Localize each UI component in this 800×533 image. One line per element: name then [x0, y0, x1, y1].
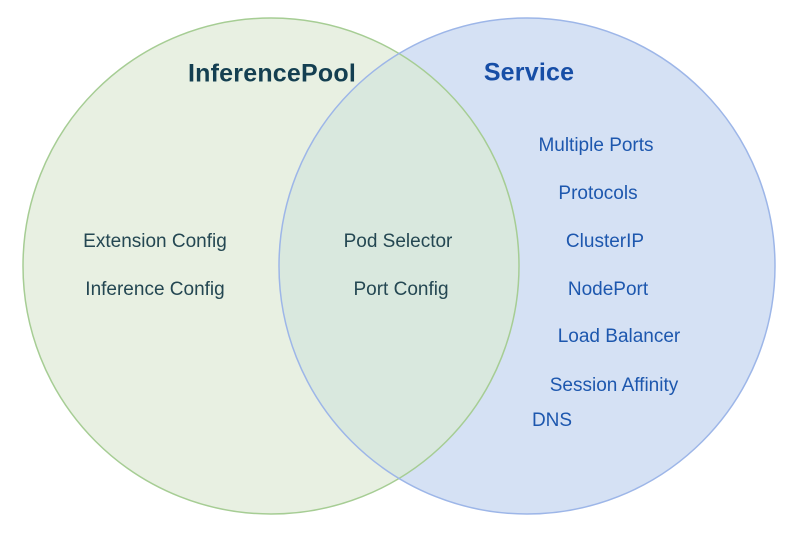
inferencepool-circle-outline: [22, 17, 520, 515]
venn-item-nodeport: NodePort: [567, 279, 649, 300]
venn-item-port-config: Port Config: [353, 279, 449, 300]
overlap-region: [279, 18, 519, 514]
venn-item-dns: DNS: [531, 410, 573, 431]
venn-item-multiple-ports: Multiple Ports: [538, 135, 654, 156]
venn-item-clusterip: ClusterIP: [565, 231, 645, 252]
venn-item-extension-config: Extension Config: [83, 231, 227, 252]
inferencepool-title: InferencePool: [188, 59, 356, 88]
service-circle-outline: [278, 17, 776, 515]
venn-item-session-affinity: Session Affinity: [549, 375, 679, 396]
venn-item-protocols: Protocols: [558, 183, 638, 204]
service-title: Service: [483, 58, 575, 87]
venn-item-load-balancer: Load Balancer: [557, 326, 681, 347]
venn-item-pod-selector: Pod Selector: [343, 231, 453, 252]
venn-item-inference-config: Inference Config: [85, 279, 225, 300]
